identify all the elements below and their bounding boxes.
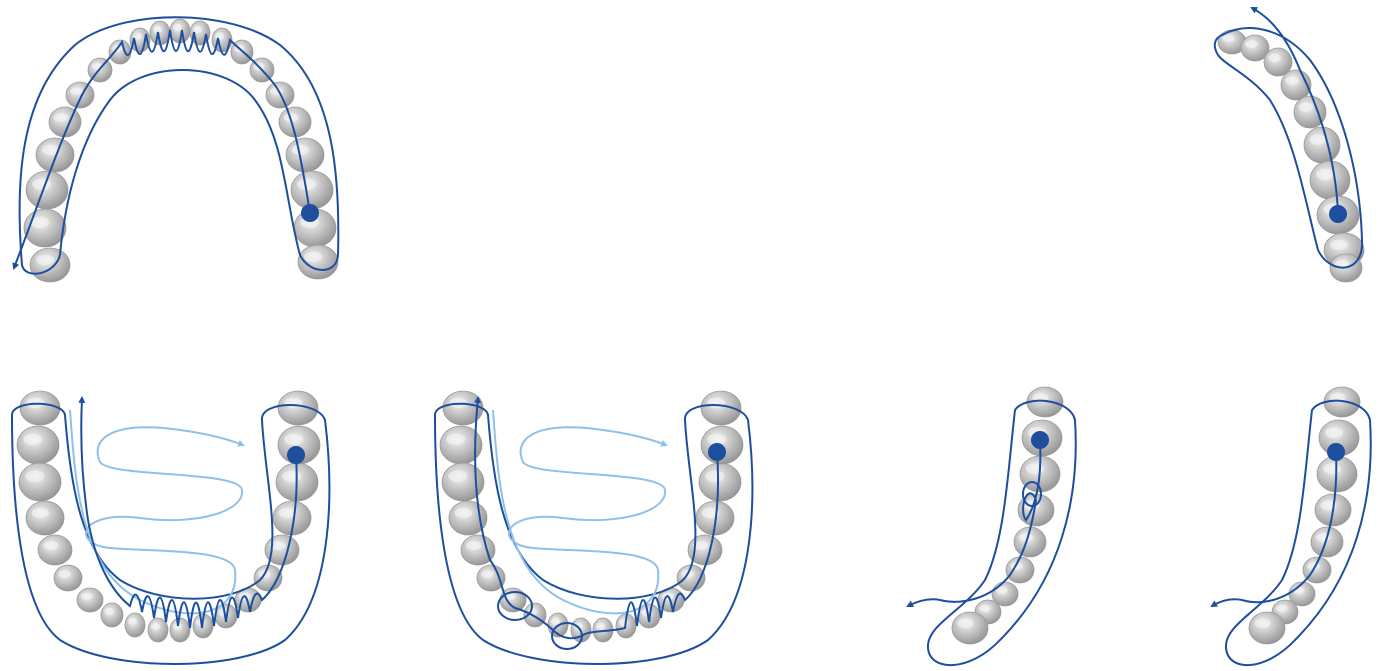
- upper-quadrant-teeth: [1218, 30, 1364, 282]
- scan-start-dot: [1327, 443, 1345, 461]
- scan-start-dot: [301, 204, 319, 222]
- tooth: [66, 82, 94, 108]
- tooth: [26, 501, 64, 535]
- tooth: [17, 426, 59, 464]
- tooth: [477, 565, 505, 591]
- lower-quadrant-teeth: [1249, 387, 1360, 644]
- scan-start-dot: [708, 443, 726, 461]
- tooth: [38, 535, 72, 565]
- diagram-lower-quadrant-with-scanbody: [908, 387, 1076, 665]
- tooth: [125, 613, 145, 637]
- lower-quadrant-teeth: [952, 387, 1063, 644]
- lower-full-arch-secondary-path: [70, 410, 243, 613]
- scan-start-dot: [1031, 431, 1049, 449]
- diagram-lower-full-arch-with-scanbodies: [435, 391, 752, 664]
- tooth: [952, 612, 988, 644]
- tooth: [1006, 557, 1034, 583]
- tooth: [699, 463, 741, 501]
- tooth: [291, 171, 333, 209]
- diagram-lower-quadrant: [1212, 387, 1371, 665]
- tooth: [77, 588, 103, 612]
- diagram-upper-quadrant: [1215, 8, 1364, 282]
- tooth: [286, 138, 324, 172]
- tooth: [20, 391, 60, 425]
- tooth: [1310, 161, 1350, 199]
- lower-full-arch-secondary-path: [493, 410, 666, 613]
- tooth: [1304, 127, 1340, 163]
- tooth: [26, 171, 68, 209]
- scan-start-dot: [1329, 205, 1347, 223]
- tooth: [54, 565, 82, 591]
- tooth: [1264, 48, 1292, 76]
- tooth: [19, 463, 61, 501]
- diagram-lower-full-arch: [12, 391, 329, 664]
- upper-arch-teeth: [24, 19, 338, 282]
- tooth: [36, 138, 74, 172]
- diagram-upper-full-arch: [14, 17, 338, 282]
- tooth: [101, 603, 123, 627]
- tooth: [30, 248, 70, 282]
- tooth: [170, 618, 190, 642]
- tooth: [24, 209, 66, 247]
- tooth: [1249, 612, 1285, 644]
- tooth: [1311, 527, 1343, 557]
- scan-start-dot: [287, 446, 305, 464]
